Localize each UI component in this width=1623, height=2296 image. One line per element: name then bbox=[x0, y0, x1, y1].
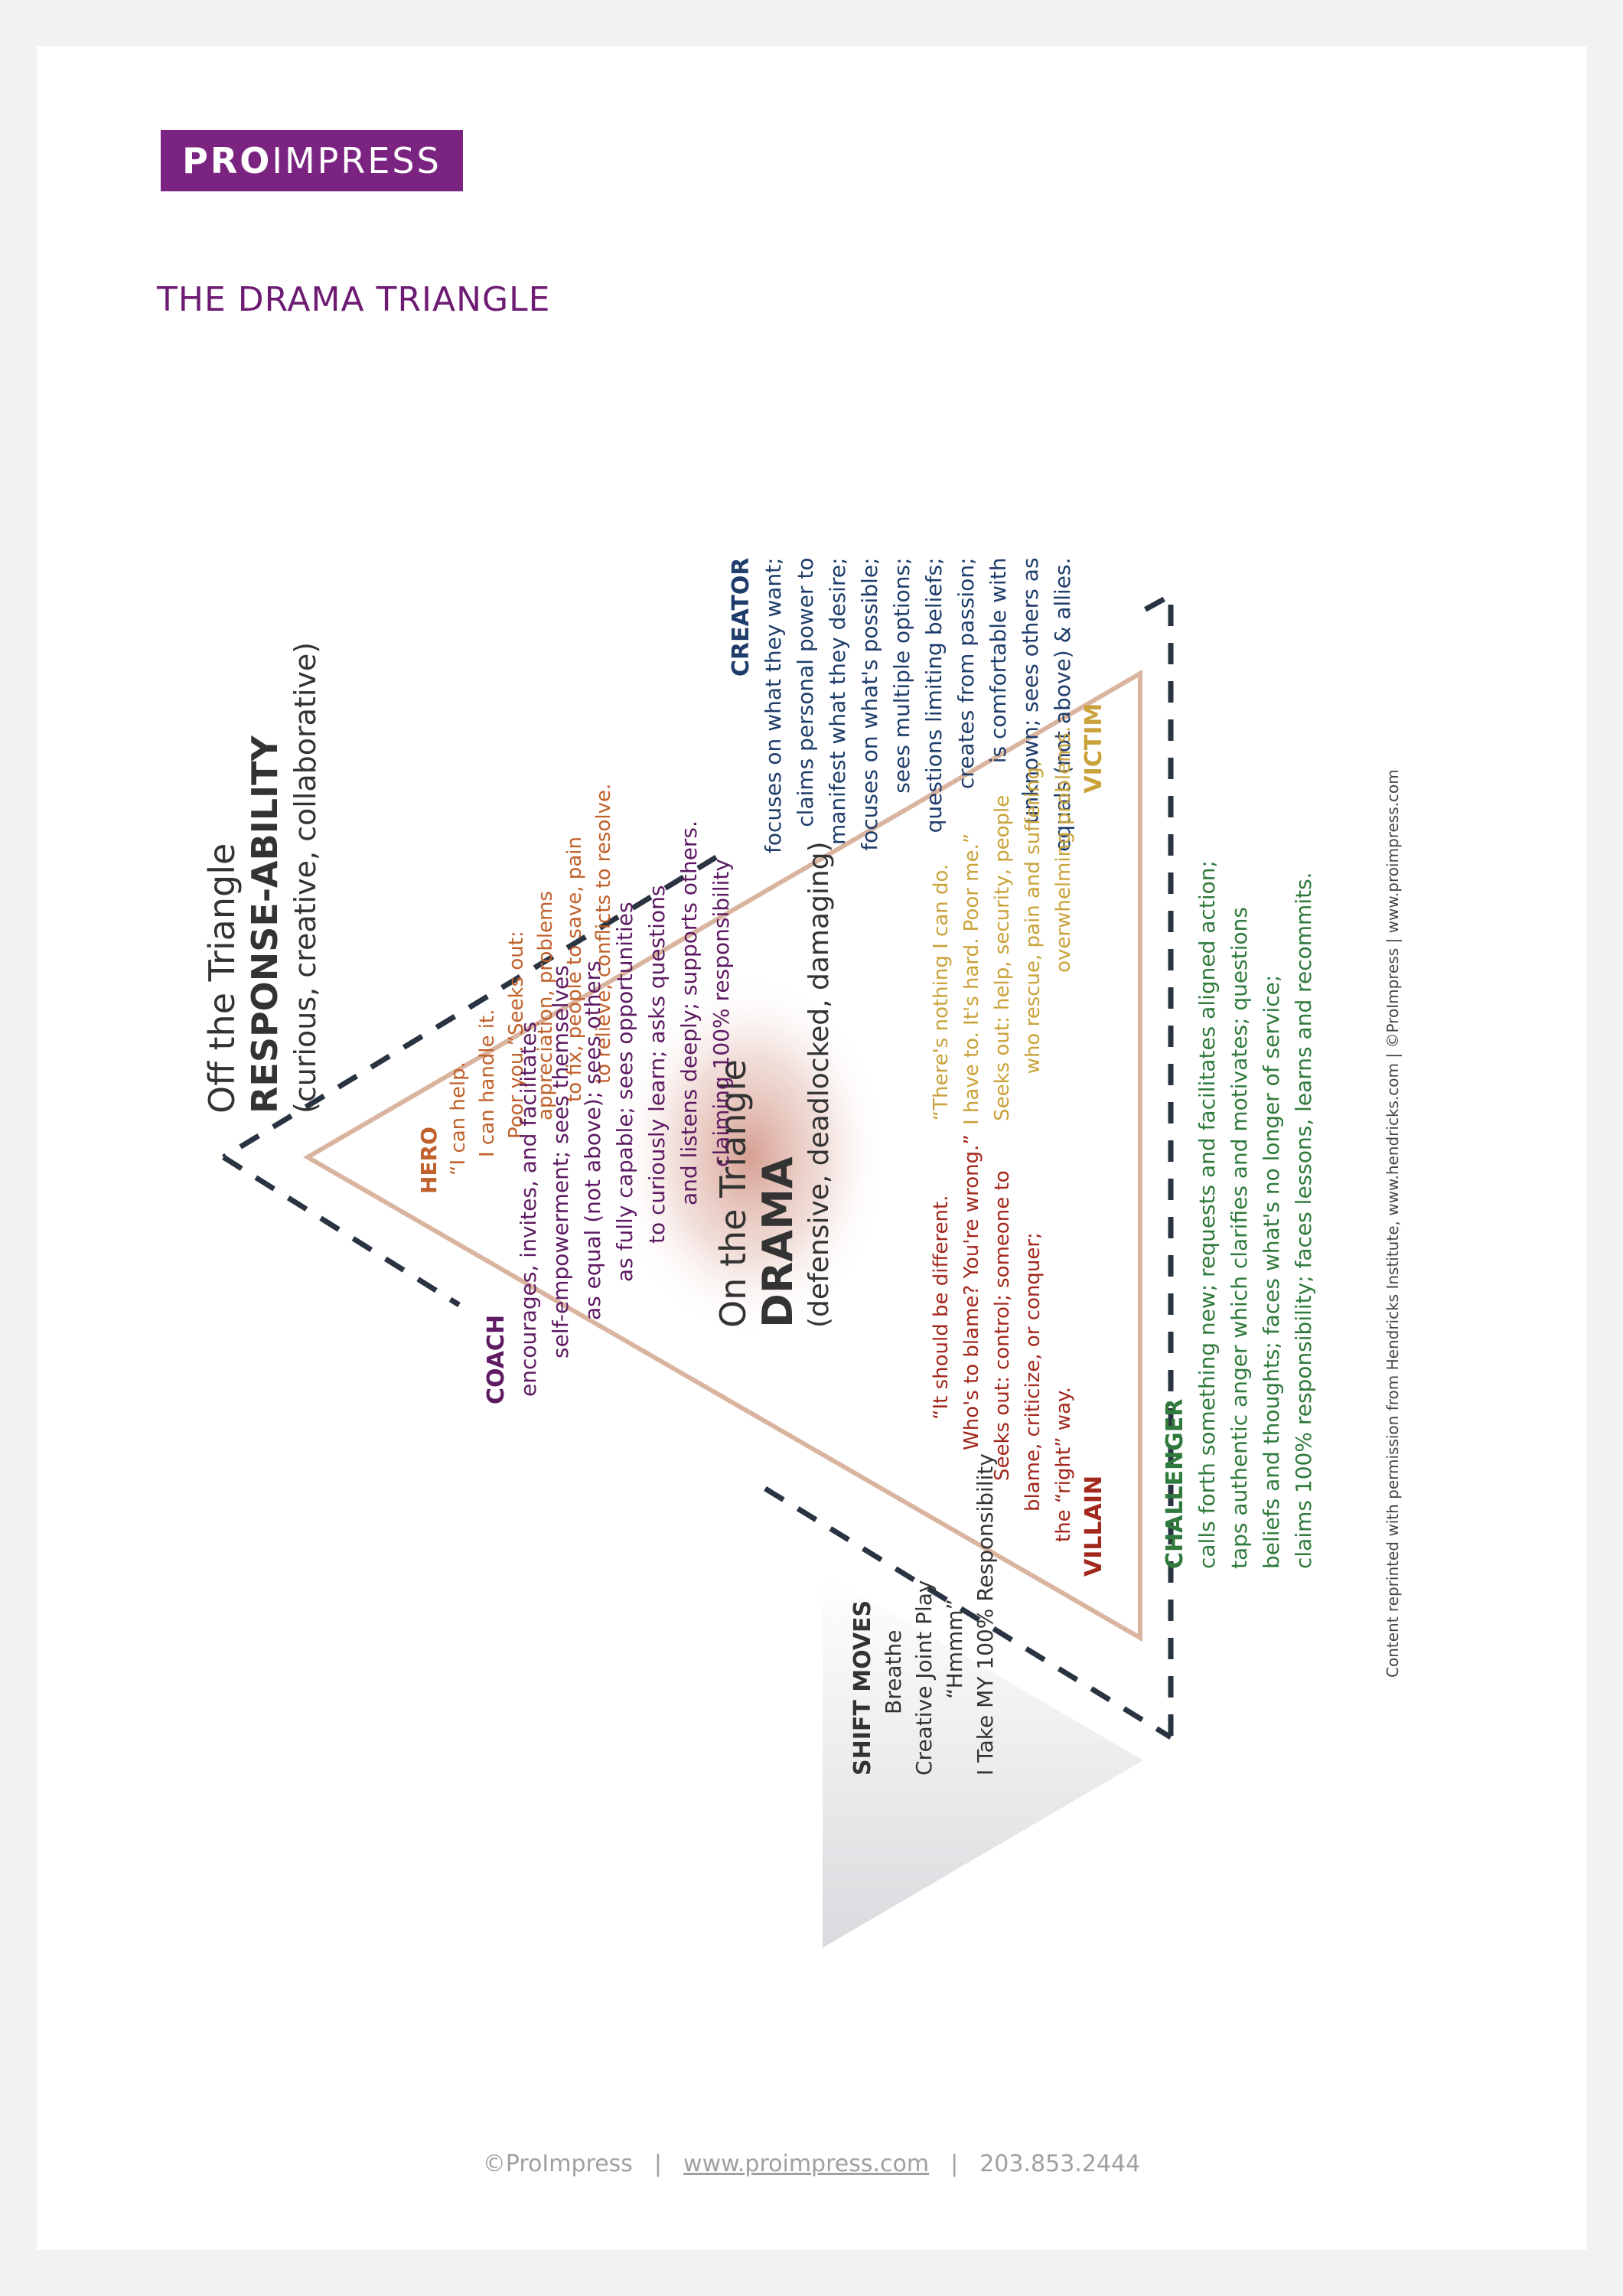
victim-line: overwhelming problems. bbox=[1052, 726, 1075, 973]
creator-line: focuses on what they want; bbox=[761, 557, 786, 853]
creator-line: focuses on what's possible; bbox=[857, 557, 882, 851]
victim-line: I have to. It's hard. Poor me.” bbox=[960, 833, 983, 1125]
shift-move-item: “Hmmm” bbox=[942, 1598, 967, 1699]
logo-bold-text: PRO bbox=[182, 140, 272, 181]
challenger-line: taps authentic anger which clarifies and… bbox=[1227, 907, 1252, 1569]
shift-moves-triangle bbox=[823, 1573, 1143, 1948]
creator-label: CREATOR bbox=[728, 557, 754, 677]
shift-move-item: Creative Joint Play bbox=[911, 1580, 937, 1776]
drama-glow bbox=[612, 972, 888, 1339]
shift-move-item: I Take MY 100% Responsibility bbox=[973, 1453, 998, 1776]
shift-moves-label: SHIFT MOVES bbox=[849, 1600, 876, 1776]
coach-line: as fully capable; sees opportunities bbox=[612, 902, 637, 1282]
challenger-label: CHALLENGER bbox=[1162, 1398, 1188, 1569]
villain-line: the “right” way. bbox=[1052, 1387, 1075, 1542]
challenger-line: calls forth something new; requests and … bbox=[1194, 860, 1220, 1569]
footer-copyright: ©ProImpress bbox=[482, 2151, 633, 2177]
off-triangle-line3: (curious, creative, collaborative) bbox=[288, 641, 322, 1114]
footer-separator: | bbox=[653, 2151, 663, 2177]
outer-triangle-dashed-lower bbox=[764, 1486, 1172, 1740]
inner-drama-triangle bbox=[303, 669, 1142, 1642]
shift-move-item: Breathe bbox=[881, 1629, 906, 1714]
villain-label: VILLAIN bbox=[1080, 1475, 1107, 1577]
creator-line: claims personal power to bbox=[793, 557, 818, 827]
on-triangle-line2: DRAMA bbox=[754, 1156, 802, 1328]
coach-label: COACH bbox=[483, 1314, 510, 1404]
footer-separator: | bbox=[950, 2151, 959, 2177]
footer: ©ProImpress | www.proimpress.com | 203.853.2… bbox=[0, 2151, 1623, 2177]
coach-line: and listens deeply; supports others. bbox=[676, 820, 702, 1205]
victim-block: “There's nothing I can do. I have to. It… bbox=[926, 703, 1110, 1125]
hero-line: “I can help. bbox=[447, 1062, 470, 1176]
coach-line: self-empowerment; sees themselves bbox=[548, 965, 573, 1358]
outer-triangle-dashed-top bbox=[222, 855, 718, 1159]
creator-line: manifest what they desire; bbox=[825, 557, 850, 846]
footer-website-link[interactable]: www.proimpress.com bbox=[683, 2151, 930, 2177]
victim-line: Seeks out: help, security, people bbox=[991, 794, 1014, 1121]
villain-line: blame, criticize, or conquer; bbox=[1022, 1232, 1045, 1512]
page-title: THE DRAMA TRIANGLE bbox=[157, 280, 551, 319]
logo-light-text: IMPRESS bbox=[272, 140, 442, 181]
outer-triangle-dashed-right bbox=[1139, 591, 1174, 1736]
creator-line: sees multiple options; bbox=[889, 557, 914, 794]
challenger-line: beliefs and thoughts; faces what's no lo… bbox=[1259, 974, 1284, 1569]
coach-line: claiming 100% responsibility bbox=[709, 859, 734, 1167]
challenger-block: CHALLENGER calls forth something new; re… bbox=[1159, 860, 1320, 1569]
off-triangle-block: Off the Triangle RESPONSE-ABILITY (curio… bbox=[200, 642, 324, 1114]
coach-line: encourages, invites, and facilitates bbox=[516, 1021, 541, 1397]
footer-phone: 203.853.2444 bbox=[979, 2151, 1141, 2177]
credit-line: Content reprinted with permission from H… bbox=[1383, 769, 1402, 1678]
victim-line: who rescue, pain and suffering, bbox=[1022, 760, 1045, 1075]
outer-triangle-dashed-bottom bbox=[222, 1155, 461, 1307]
victim-line: “There's nothing I can do. bbox=[930, 863, 953, 1121]
hero-label: HERO bbox=[416, 1127, 442, 1194]
challenger-line: claims 100% responsibility; faces lesson… bbox=[1291, 872, 1316, 1569]
off-triangle-line2: RESPONSE-ABILITY bbox=[244, 735, 285, 1114]
coach-line: to curiously learn; asks questions bbox=[644, 885, 670, 1244]
shift-moves-block: SHIFT MOVES Breathe Creative Joint Play … bbox=[848, 1453, 1001, 1776]
on-triangle-line3: (defensive, deadlocked, damaging) bbox=[803, 841, 835, 1328]
coach-block: COACH encourages, invites, and facilitat… bbox=[481, 820, 738, 1404]
off-triangle-line1: Off the Triangle bbox=[201, 843, 243, 1114]
coach-line: as equal (not above); sees others bbox=[580, 960, 605, 1320]
victim-label: VICTIM bbox=[1080, 703, 1107, 794]
